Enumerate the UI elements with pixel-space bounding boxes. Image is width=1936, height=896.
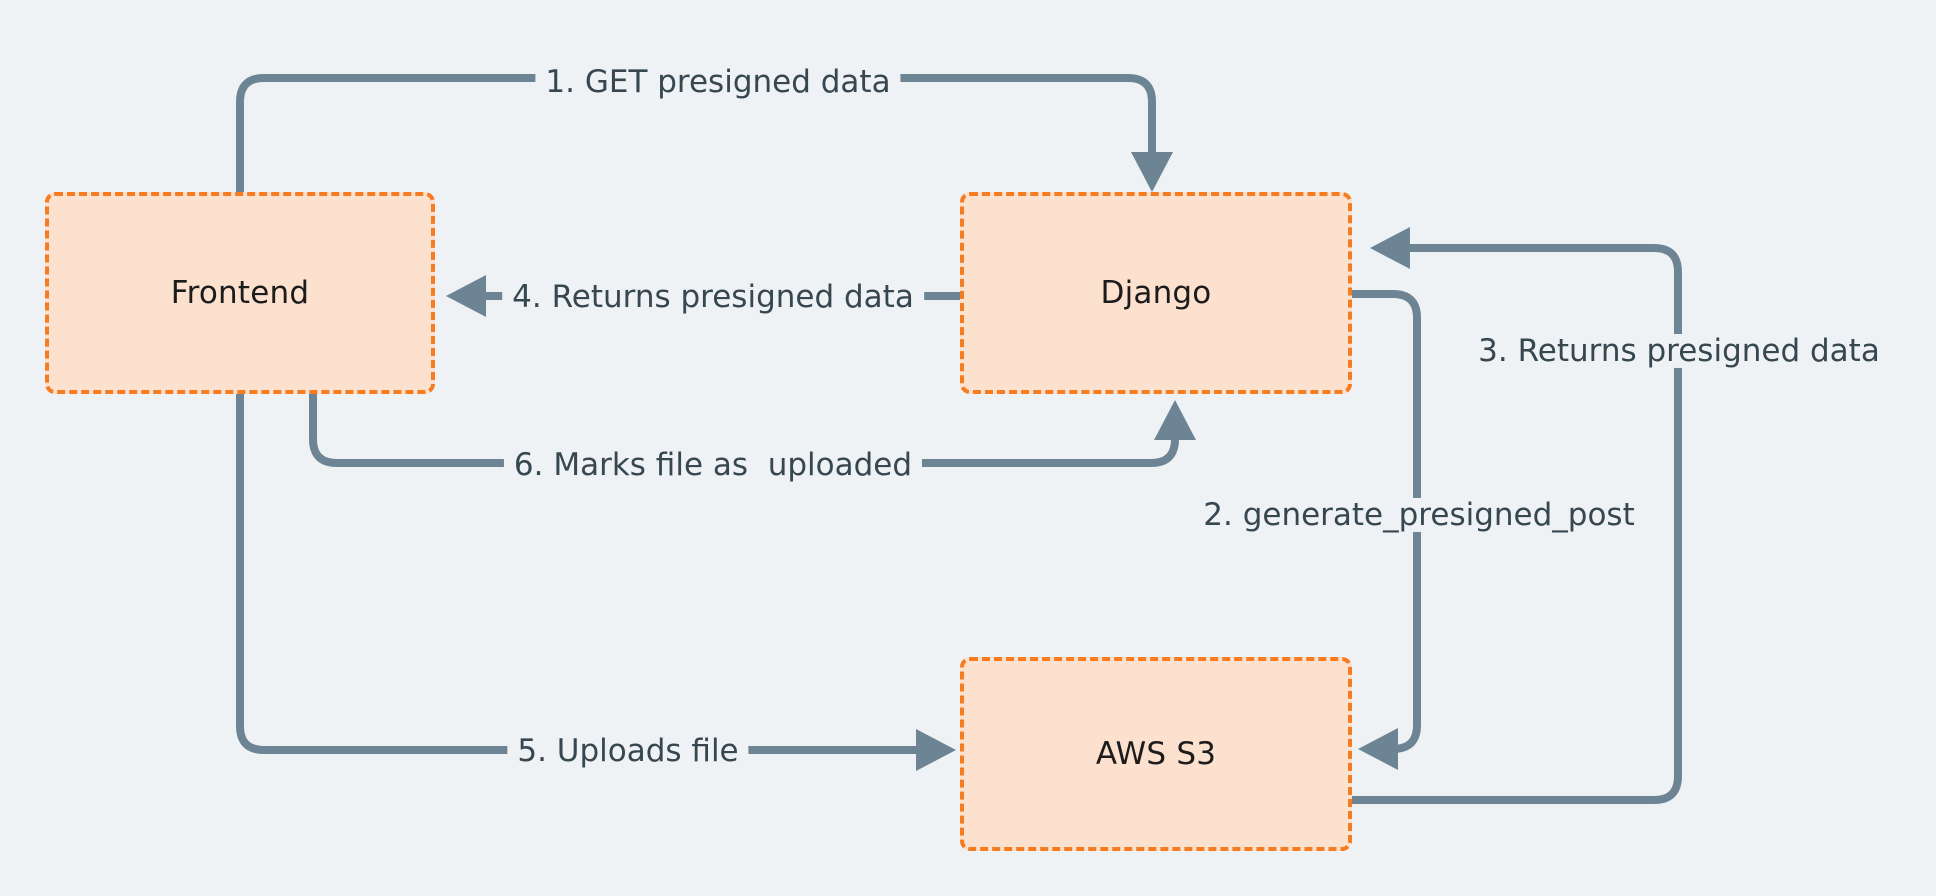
edge-label-3: 3. Returns presigned data xyxy=(1468,334,1890,368)
node-django-label: Django xyxy=(1100,275,1212,311)
arrowhead-edge-3 xyxy=(1370,227,1410,269)
edge-label-4: 4. Returns presigned data xyxy=(502,280,924,314)
edge-5-uploads-file xyxy=(236,390,956,771)
edge-label-5: 5. Uploads file xyxy=(507,734,749,768)
arrowhead-edge-2 xyxy=(1358,728,1398,770)
arrowhead-edge-4 xyxy=(446,275,486,317)
arrowhead-edge-6 xyxy=(1154,400,1196,440)
arrowhead-edge-1 xyxy=(1131,152,1173,192)
edge-label-1: 1. GET presigned data xyxy=(535,65,901,99)
edge-label-2: 2. generate_presigned_post xyxy=(1193,498,1645,532)
edge-label-6: 6. Marks file as uploaded xyxy=(503,448,923,482)
node-frontend[interactable]: Frontend xyxy=(45,192,435,394)
edge-3-returns-presigned-data xyxy=(1348,227,1682,804)
node-aws-s3[interactable]: AWS S3 xyxy=(960,657,1352,851)
arrowhead-edge-5 xyxy=(916,729,956,771)
node-frontend-label: Frontend xyxy=(170,275,310,311)
node-aws-s3-label: AWS S3 xyxy=(1095,736,1217,772)
node-django[interactable]: Django xyxy=(960,192,1352,394)
